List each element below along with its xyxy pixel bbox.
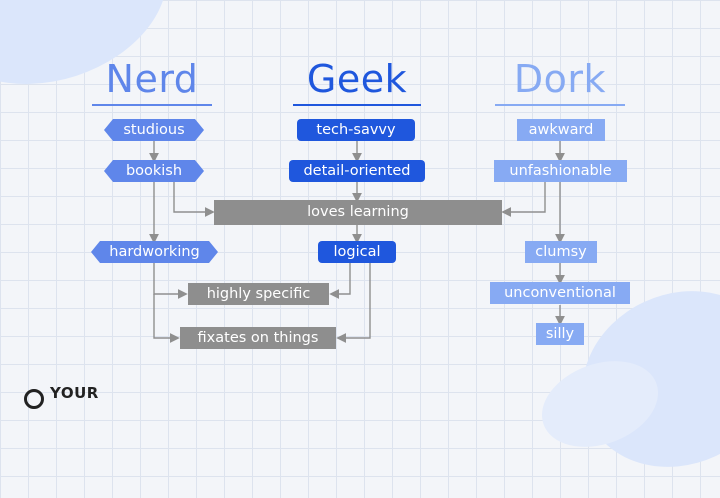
line-hardworking-highly-specific — [153, 263, 188, 299]
brand-ring-icon — [24, 389, 44, 409]
geek-trait-tech-savvy: tech-savvy — [297, 119, 415, 141]
nerd-trait-bookish: bookish — [104, 160, 204, 182]
heading-nerd-text: Nerd — [105, 57, 199, 101]
dork-trait-awkward: awkward — [517, 119, 605, 141]
connector-lines — [149, 141, 565, 343]
heading-geek: Geek — [293, 54, 421, 106]
heading-dork-rule — [495, 104, 625, 106]
dork-trait-clumsy: clumsy — [525, 241, 597, 263]
geek-trait-detail-oriented: detail-oriented — [289, 160, 425, 182]
heading-nerd: Nerd — [92, 54, 212, 106]
line-unfashionable-loves-learning — [501, 182, 546, 217]
heading-geek-rule — [293, 104, 421, 106]
heading-dork: Dork — [495, 54, 625, 106]
nerd-trait-hardworking: hardworking — [91, 241, 218, 263]
dork-trait-silly: silly — [536, 323, 584, 345]
geek-trait-logical: logical — [318, 241, 396, 263]
heading-nerd-rule — [92, 104, 212, 106]
heading-geek-text: Geek — [306, 57, 408, 101]
dork-trait-unconventional: unconventional — [490, 282, 630, 304]
line-logical-fixates — [336, 263, 371, 343]
nerd-trait-studious: studious — [104, 119, 204, 141]
shared-trait-loves-learning: loves learning — [214, 200, 502, 225]
line-hardworking-fixates — [153, 294, 180, 343]
dork-trait-unfashionable: unfashionable — [494, 160, 627, 182]
shared-trait-fixates-on-things: fixates on things — [180, 327, 336, 349]
line-logical-highly-specific — [329, 263, 351, 299]
line-bookish-loves-learning — [173, 182, 215, 217]
brand-text: YOUR — [50, 384, 99, 402]
heading-dork-text: Dork — [513, 57, 607, 101]
shared-trait-highly-specific: highly specific — [188, 283, 329, 305]
